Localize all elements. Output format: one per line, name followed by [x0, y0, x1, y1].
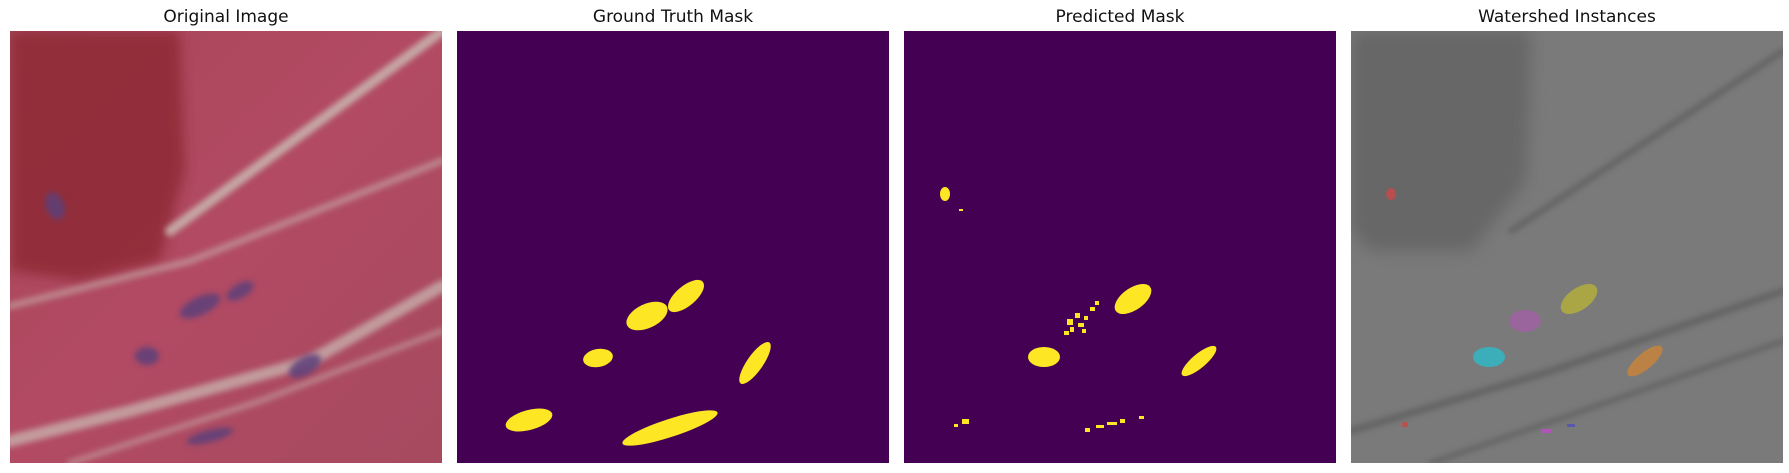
panel-title-ground-truth: Ground Truth Mask — [592, 7, 754, 27]
watershed-instances-panel: Watershed Instances — [1351, 0, 1783, 473]
predicted-mask-image — [904, 31, 1336, 463]
panel-title-watershed: Watershed Instances — [1478, 7, 1656, 27]
ground-truth-mask-panel: Ground Truth Mask — [457, 0, 889, 473]
panel-title-predicted: Predicted Mask — [1055, 7, 1185, 27]
ground-truth-mask-image — [457, 31, 889, 463]
panel-title-original: Original Image — [163, 7, 289, 27]
original-tissue-image — [10, 31, 442, 463]
original-image-panel: Original Image — [10, 0, 442, 473]
watershed-instances-image — [1351, 31, 1783, 463]
predicted-mask-panel: Predicted Mask — [904, 0, 1336, 473]
